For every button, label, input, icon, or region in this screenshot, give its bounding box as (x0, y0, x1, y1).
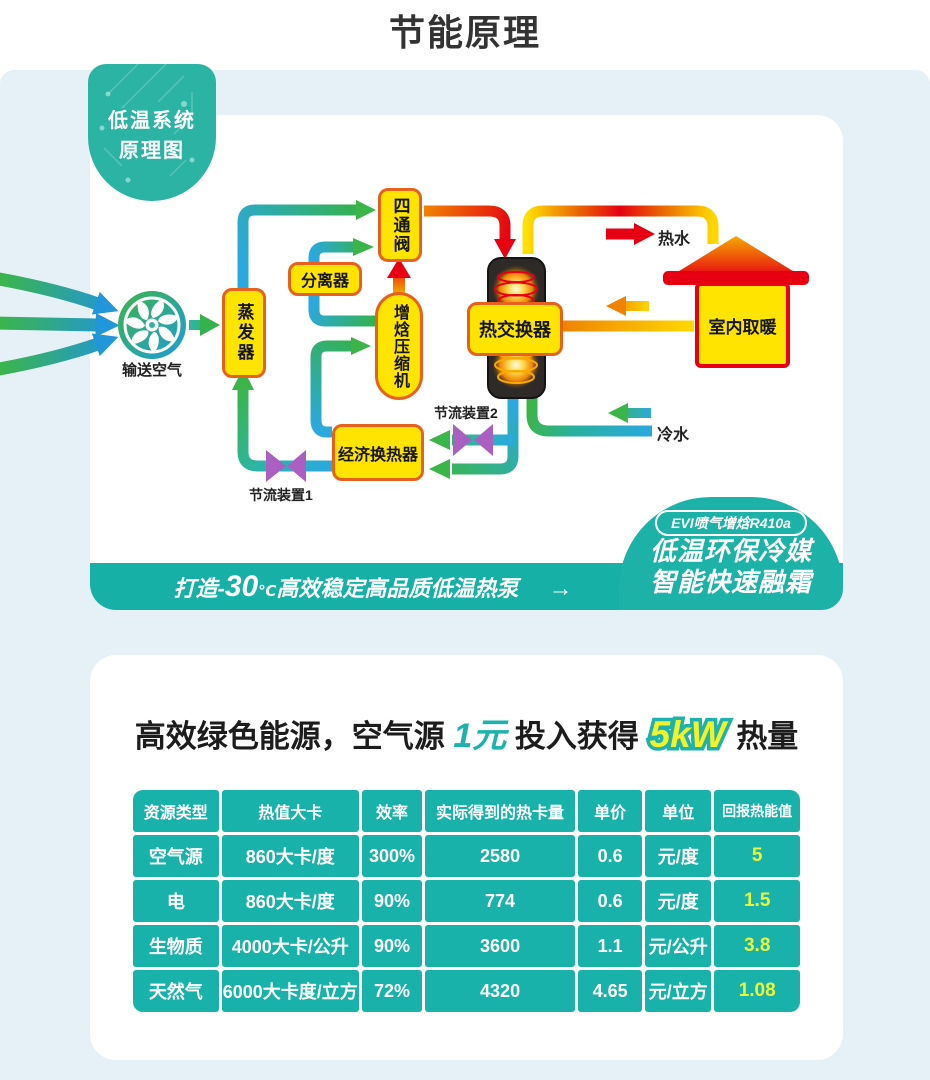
table-cell: 生物质 (133, 925, 219, 967)
energy-card: 高效绿色能源，空气源 1元 投入获得 5kW 5kW 热量 资源类型 热值大卡 … (90, 655, 843, 1060)
table-cell: 空气源 (133, 835, 219, 877)
col-header: 单价 (577, 790, 643, 832)
table-cell-return-value: 5 (714, 835, 800, 877)
energy-title-highlight-1yuan: 1元 (453, 717, 507, 755)
evi-pill-badge: EVI喷气增焓R410a (655, 510, 807, 536)
table-cell: 3600 (425, 925, 575, 967)
node-economizer: 经济换热器 (332, 424, 424, 481)
table-cell: 860大卡/度 (221, 835, 359, 877)
refrigerant-dome: EVI喷气增焓R410a 低温环保冷媒 智能快速融霜 (619, 497, 843, 610)
table-cell: 元/度 (645, 880, 712, 922)
table-cell: 0.6 (577, 880, 643, 922)
table-cell: 90% (361, 880, 423, 922)
banner-prefix: 打造- (173, 576, 225, 601)
banner-text: 打造-30℃高效稳定高品质低温热泵 → (90, 563, 656, 610)
badge-line2: 原理图 (119, 140, 185, 162)
banner-temp: 30 (224, 570, 259, 603)
table-cell: 1.1 (577, 925, 643, 967)
col-header: 资源类型 (133, 790, 219, 832)
table-cell: 860大卡/度 (221, 880, 359, 922)
table-cell: 元/公升 (645, 925, 712, 967)
dome-line2: 智能快速融霜 (649, 567, 812, 597)
energy-title-part1: 高效绿色能源，空气源 (134, 719, 445, 754)
table-cell: 4.65 (577, 970, 643, 1012)
node-separator: 分离器 (288, 262, 362, 296)
table-cell: 774 (425, 880, 575, 922)
table-cell: 72% (361, 970, 423, 1012)
table-cell: 天然气 (133, 970, 219, 1012)
energy-table: 资源类型 热值大卡 效率 实际得到的热卡量 单价 单位 回报热能值 空气源 86… (133, 790, 800, 1012)
table-cell: 0.6 (577, 835, 643, 877)
col-header: 热值大卡 (221, 790, 359, 832)
table-cell-return-value: 1.5 (714, 880, 800, 922)
table-cell: 电 (133, 880, 219, 922)
system-badge: 低温系统 原理图 (88, 64, 216, 201)
table-cell: 4320 (425, 970, 575, 1012)
dome-line1: 低温环保冷媒 (649, 536, 812, 566)
col-header: 效率 (361, 790, 423, 832)
table-cell: 元/立方 (645, 970, 712, 1012)
cold-water-label: 冷水 (657, 427, 690, 444)
table-cell: 4000大卡/公升 (221, 925, 359, 967)
node-evi-compressor: 增焓压缩机 (375, 292, 423, 400)
energy-title-part2: 投入获得 (514, 719, 639, 754)
table-cell-return-value: 3.8 (714, 925, 800, 967)
table-cell: 元/度 (645, 835, 712, 877)
throttle-1-label: 节流装置1 (249, 487, 313, 503)
fan-label: 输送空气 (121, 362, 182, 379)
node-heat-exchanger: 热交换器 (467, 302, 563, 356)
circuit-pattern-decoration (99, 64, 195, 183)
col-header: 实际得到的热卡量 (425, 790, 575, 832)
table-cell: 90% (361, 925, 423, 967)
hot-water-label: 热水 (658, 231, 691, 248)
table-cell: 6000大卡度/立方 (221, 970, 359, 1012)
right-arrow-icon: → (548, 575, 573, 602)
energy-title-part3: 热量 (736, 719, 799, 754)
banner-suffix: 高效稳定高品质低温热泵 (276, 576, 519, 601)
table-cell-return-value: 1.08 (714, 970, 800, 1012)
energy-title: 高效绿色能源，空气源 1元 投入获得 5kW 5kW 热量 (90, 708, 843, 759)
table-cell: 2580 (425, 835, 575, 877)
node-evaporator: 蒸发器 (222, 288, 266, 378)
node-four-way-valve: 四通阀 (378, 188, 422, 262)
table-cell: 300% (361, 835, 423, 877)
page-title: 节能原理 (388, 12, 541, 53)
col-header: 回报热能值 (714, 790, 800, 832)
node-indoor-heating-house: 室内取暖 (695, 282, 790, 368)
badge-line1: 低温系统 (108, 110, 196, 132)
energy-title-highlight-5kw: 5kW 5kW (646, 711, 729, 759)
throttle-2-label: 节流装置2 (434, 405, 498, 421)
col-header: 单位 (645, 790, 712, 832)
banner-degree: ℃ (258, 583, 277, 600)
